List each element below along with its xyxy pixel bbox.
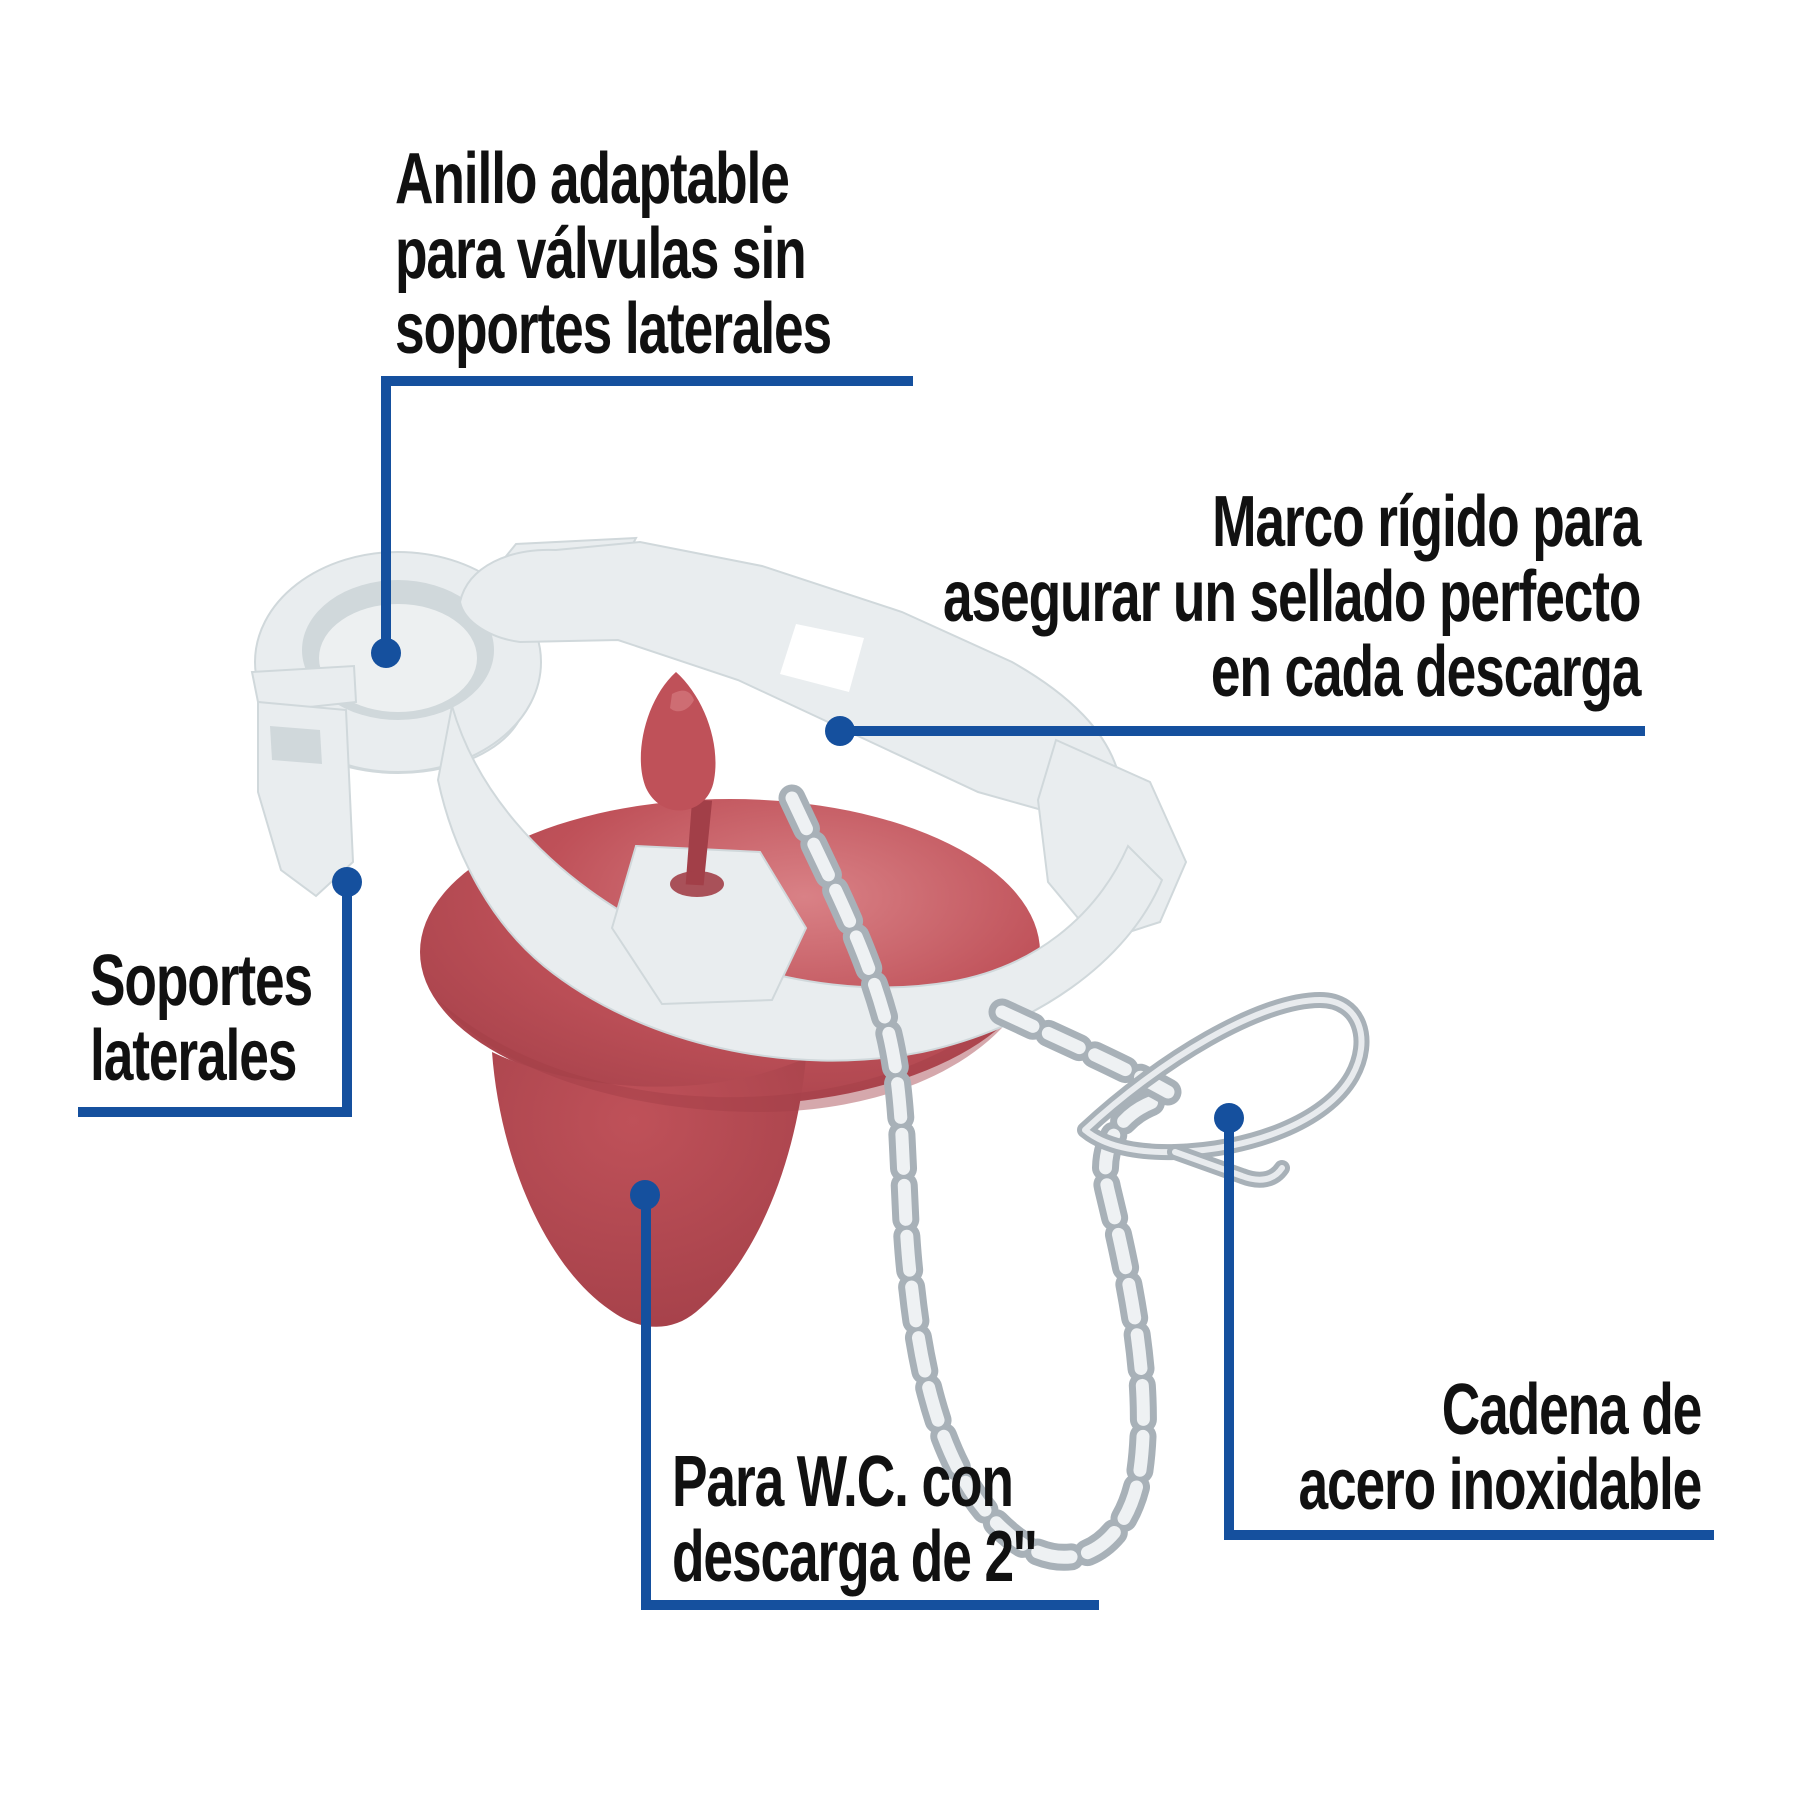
label-wc-discharge: Para W.C. con descarga de 2'' bbox=[672, 1442, 1037, 1597]
chain-hook bbox=[1077, 992, 1370, 1188]
overflow-knob bbox=[640, 672, 724, 897]
side-supports bbox=[250, 664, 358, 898]
callout-line-anillo bbox=[381, 376, 913, 645]
chain bbox=[778, 784, 1182, 1571]
label-side-supports: Soportes laterales bbox=[90, 941, 313, 1096]
callout-line-soportes bbox=[78, 888, 352, 1117]
callout-line-cadena bbox=[1224, 1124, 1714, 1540]
label-adaptable-ring: Anillo adaptable para válvulas sin sopor… bbox=[395, 139, 832, 369]
frame-funnel bbox=[610, 844, 808, 1006]
label-rigid-frame: Marco rígido para asegurar un sellado pe… bbox=[942, 482, 1641, 712]
callout-dot-parawc bbox=[630, 1180, 660, 1210]
callout-dot-cadena bbox=[1214, 1103, 1244, 1133]
label-stainless-chain: Cadena de acero inoxidable bbox=[1298, 1370, 1702, 1525]
frame-arm bbox=[458, 540, 1124, 816]
frame-arm-hole bbox=[780, 624, 864, 692]
callout-line-parawc bbox=[641, 1200, 1099, 1610]
callouts bbox=[78, 376, 1714, 1610]
callout-dot-soportes bbox=[332, 867, 362, 897]
callout-dot-anillo bbox=[371, 638, 401, 668]
callout-dot-marco bbox=[825, 716, 855, 746]
